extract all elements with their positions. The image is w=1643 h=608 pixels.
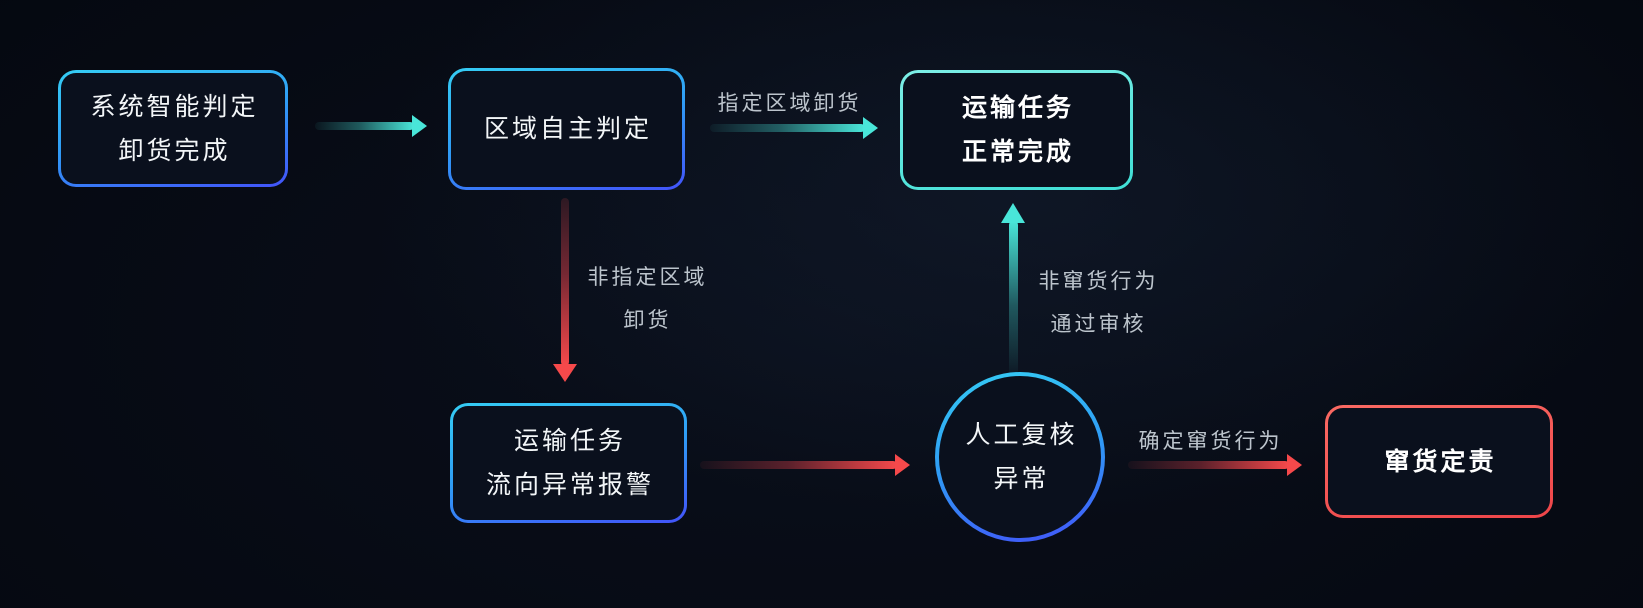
edge-label-not-diversion-pass: 非窜货行为 通过审核 xyxy=(1036,260,1159,346)
arrow-shaft xyxy=(561,198,569,366)
arrow-head-down-icon xyxy=(553,364,577,382)
edge-label-line: 指定区域卸货 xyxy=(717,92,862,115)
edge-label-line: 非指定区域 xyxy=(587,266,708,289)
edge-area-to-alarm-arrow xyxy=(553,198,577,382)
edge-label-line: 非窜货行为 xyxy=(1038,270,1159,293)
arrow-shaft xyxy=(315,122,414,130)
node-liability-label: 窜货定责 xyxy=(1328,408,1550,515)
edge-label-non-designated-unload: 非指定区域 卸货 xyxy=(585,256,708,342)
node-liability: 窜货定责 xyxy=(1325,405,1553,518)
node-text-line: 正常完成 xyxy=(961,138,1074,166)
node-text-line: 异常 xyxy=(993,465,1050,493)
edge-label-designated-unload: 指定区域卸货 xyxy=(715,82,862,125)
node-text-line: 流向异常报警 xyxy=(485,471,654,499)
node-text-line: 运输任务 xyxy=(513,427,626,455)
node-system-judgment: 系统智能判定 卸货完成 xyxy=(58,70,288,187)
arrow-head-right-icon xyxy=(895,454,910,476)
node-flow-alarm-label: 运输任务 流向异常报警 xyxy=(453,406,684,520)
arrow-head-right-icon xyxy=(1287,454,1302,476)
node-text-line: 运输任务 xyxy=(961,94,1074,122)
arrow-shaft xyxy=(710,124,865,132)
node-text-line: 区域自主判定 xyxy=(483,115,652,143)
edge-area-to-complete-arrow xyxy=(710,117,878,139)
arrow-head-up-icon xyxy=(1001,203,1025,223)
node-area-judgment-label: 区域自主判定 xyxy=(451,71,682,187)
node-task-complete-label: 运输任务 正常完成 xyxy=(903,73,1130,187)
edge-review-to-liability-arrow xyxy=(1128,454,1302,476)
edge-label-line: 卸货 xyxy=(623,309,672,332)
arrow-shaft xyxy=(1128,461,1289,469)
node-text-line: 人工复核 xyxy=(965,421,1078,449)
node-manual-review-circle: 人工复核 异常 xyxy=(935,372,1105,542)
arrow-head-right-icon xyxy=(863,117,878,139)
node-area-judgment: 区域自主判定 xyxy=(448,68,685,190)
node-flow-alarm: 运输任务 流向异常报警 xyxy=(450,403,687,523)
arrow-head-right-icon xyxy=(412,115,427,137)
node-task-complete: 运输任务 正常完成 xyxy=(900,70,1133,190)
edge-label-line: 确定窜货行为 xyxy=(1138,430,1283,453)
edge-label-confirmed-diversion: 确定窜货行为 xyxy=(1136,420,1283,463)
node-text-line: 窜货定责 xyxy=(1384,447,1497,476)
edge-alarm-to-review-arrow xyxy=(700,454,910,476)
edge-review-to-complete-arrow xyxy=(1001,203,1025,375)
arrow-shaft xyxy=(1009,221,1018,375)
node-manual-review-label: 人工复核 异常 xyxy=(939,376,1101,538)
edge-label-line: 通过审核 xyxy=(1050,313,1147,336)
arrow-shaft xyxy=(700,461,897,469)
node-system-judgment-label: 系统智能判定 卸货完成 xyxy=(61,73,285,184)
node-text-line: 系统智能判定 xyxy=(90,92,259,121)
node-text-line: 卸货完成 xyxy=(118,136,231,165)
edge-system-to-area-arrow xyxy=(315,115,427,137)
